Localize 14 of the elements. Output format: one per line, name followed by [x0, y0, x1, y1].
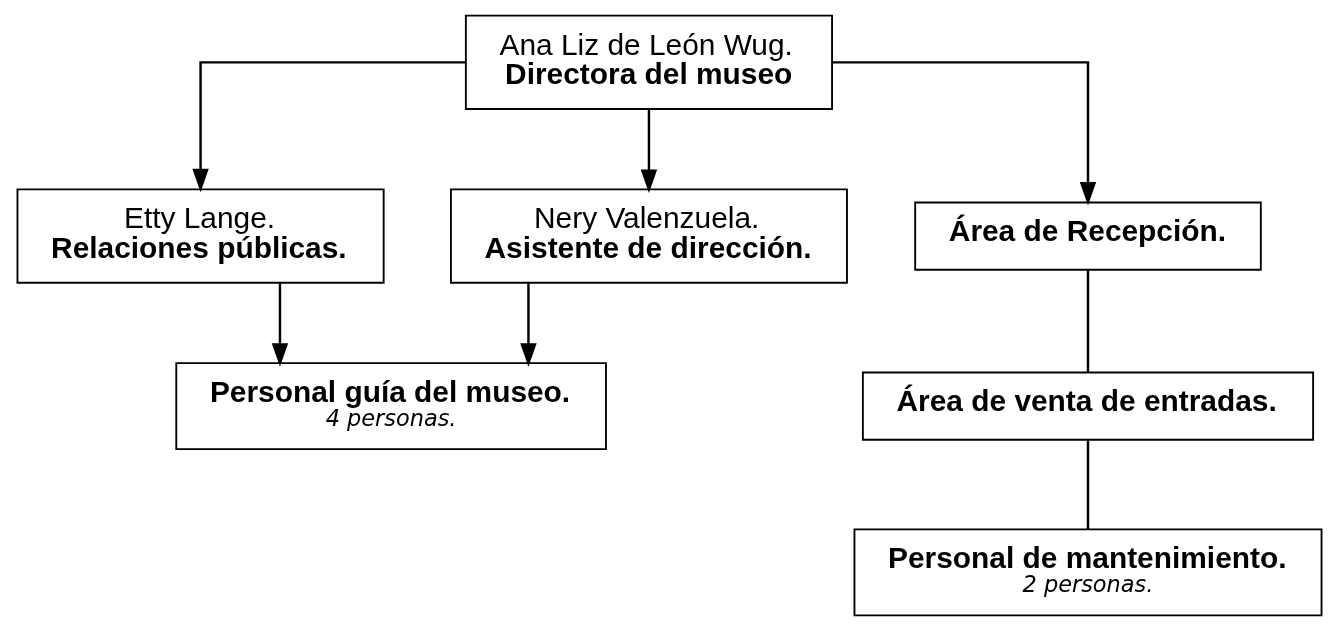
arrow: [519, 283, 537, 367]
node-box: Área de Recepción.: [913, 201, 1262, 271]
connector: [1086, 439, 1089, 530]
arrow: [640, 109, 657, 193]
node-box: Personal guía del museo. 4 personas.: [174, 362, 607, 450]
node-box: Área de venta de entradas.: [861, 371, 1314, 441]
node-box: Etty Lange. Relaciones públicas.: [16, 188, 385, 284]
node-box: Personal de mantenimiento. 2 personas.: [853, 528, 1322, 617]
arrow: [832, 61, 1096, 206]
connector: [1086, 270, 1089, 373]
arrow: [271, 283, 288, 367]
node-box: Nery Valenzuela. Asistente de dirección.: [449, 188, 848, 284]
arrow: [191, 61, 465, 193]
node-box: Ana Liz de León Wug. Directora del museo: [464, 14, 833, 110]
